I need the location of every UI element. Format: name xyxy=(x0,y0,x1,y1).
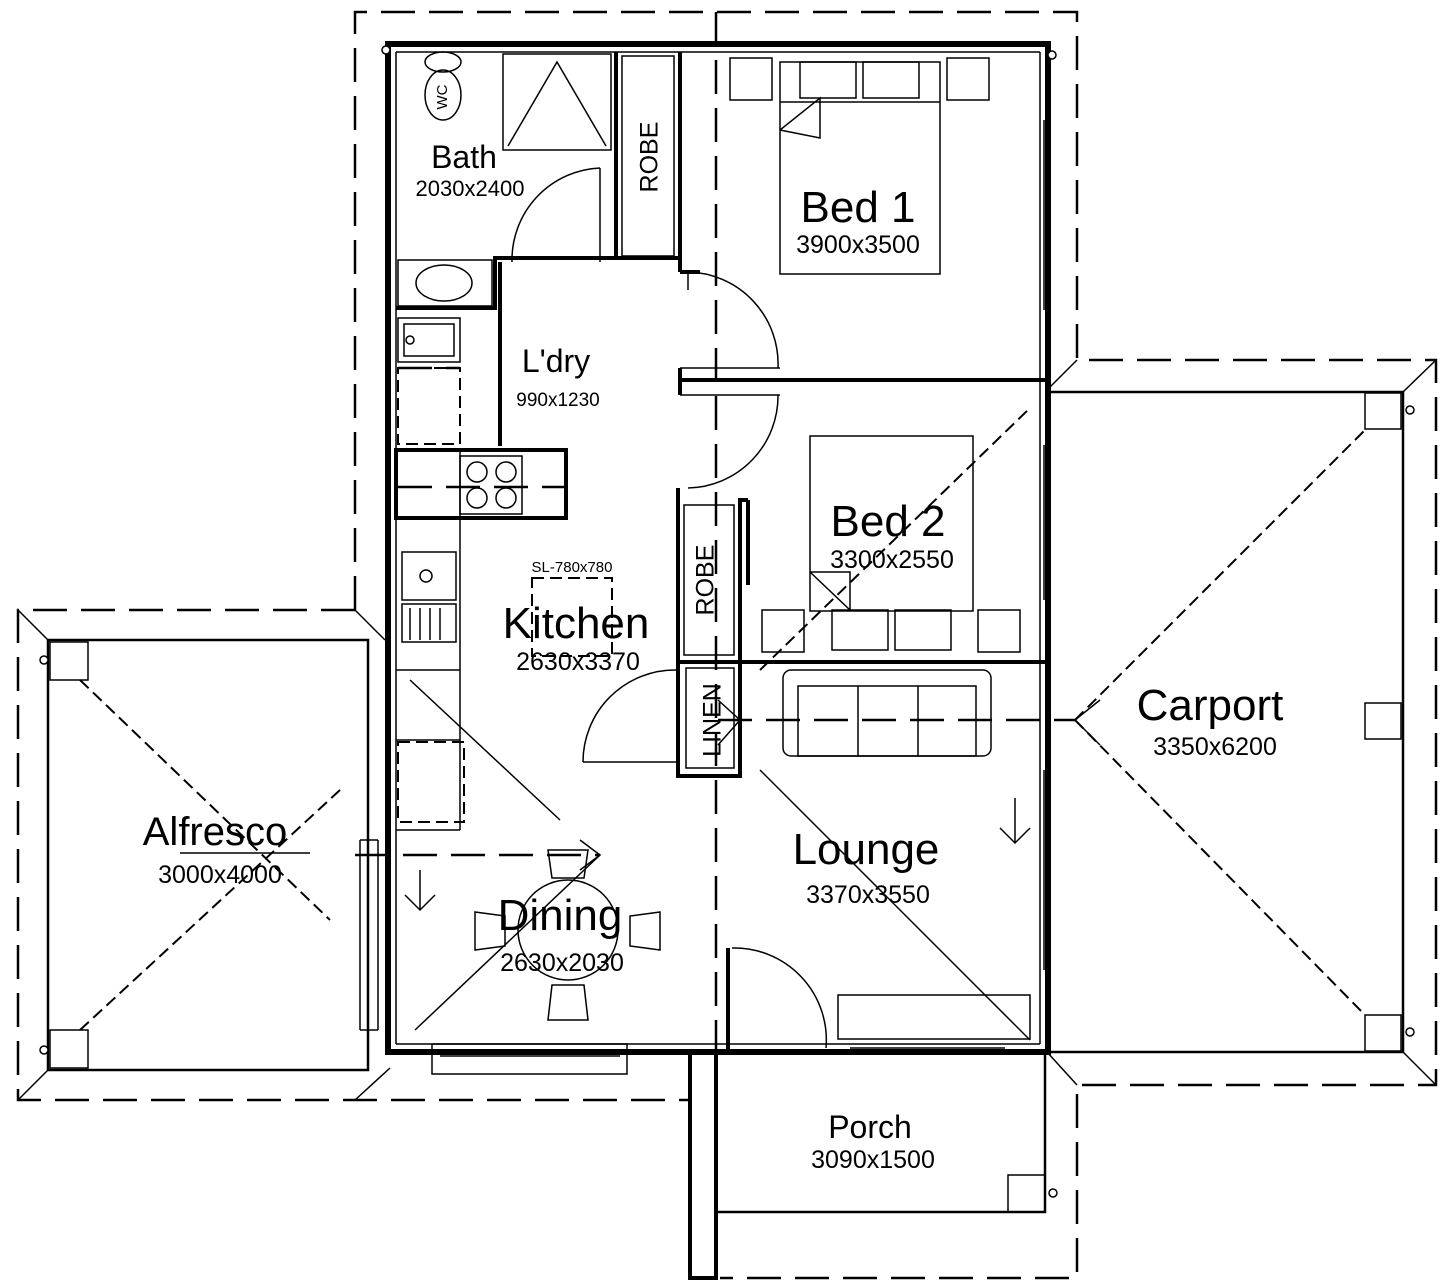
carport-area: Carport 3350x6200 xyxy=(1045,359,1437,1086)
internal-walls xyxy=(394,52,1048,1052)
lounge-label: Lounge xyxy=(793,825,940,874)
skylight-label: SL-780x780 xyxy=(532,559,613,576)
bath-size: 2030x2400 xyxy=(416,176,525,201)
porch-size: 3090x1500 xyxy=(811,1146,935,1174)
lounge-furniture xyxy=(717,669,1101,1041)
dining-label: Dining xyxy=(498,891,623,940)
external-walls xyxy=(381,41,1057,1075)
roof-outline xyxy=(16,10,1438,1280)
alfresco-area: Alfresco 3000x4000 xyxy=(17,609,391,1101)
alfresco-label: Alfresco xyxy=(143,810,288,854)
wc-label: WC xyxy=(434,84,451,109)
laundry-fixtures xyxy=(397,317,461,445)
laundry-label: L'dry xyxy=(522,343,590,379)
bed2-label: Bed 2 xyxy=(831,497,946,546)
carport-size: 3350x6200 xyxy=(1153,733,1277,761)
linen-label: LINEN xyxy=(699,683,727,757)
bed2-size: 3300x2550 xyxy=(830,546,954,574)
bed2-furniture xyxy=(759,407,1031,671)
porch-area: Porch 3090x1500 xyxy=(688,1050,1058,1280)
kitchen-label: Kitchen xyxy=(503,599,650,648)
bed1-size: 3900x3500 xyxy=(796,231,920,259)
carport-label: Carport xyxy=(1137,681,1284,730)
bath-label: Bath xyxy=(431,139,497,175)
robe2-label: ROBE xyxy=(692,545,720,616)
laundry-size: 990x1230 xyxy=(516,390,599,411)
robe1-label: ROBE xyxy=(636,122,664,193)
kitchen-fixtures: SL-780x780 xyxy=(397,455,613,1031)
dining-size: 2630x2030 xyxy=(500,949,624,977)
kitchen-size: 2630x3370 xyxy=(516,648,640,676)
alfresco-size: 3000x4000 xyxy=(158,861,282,889)
bed1-furniture xyxy=(729,57,990,275)
dining-table xyxy=(404,839,661,1021)
doors xyxy=(511,167,828,1049)
lounge-size: 3370x3550 xyxy=(806,881,930,909)
porch-label: Porch xyxy=(828,1109,912,1145)
bed1-label: Bed 1 xyxy=(801,183,916,232)
bath-fixtures: WC xyxy=(397,51,612,307)
